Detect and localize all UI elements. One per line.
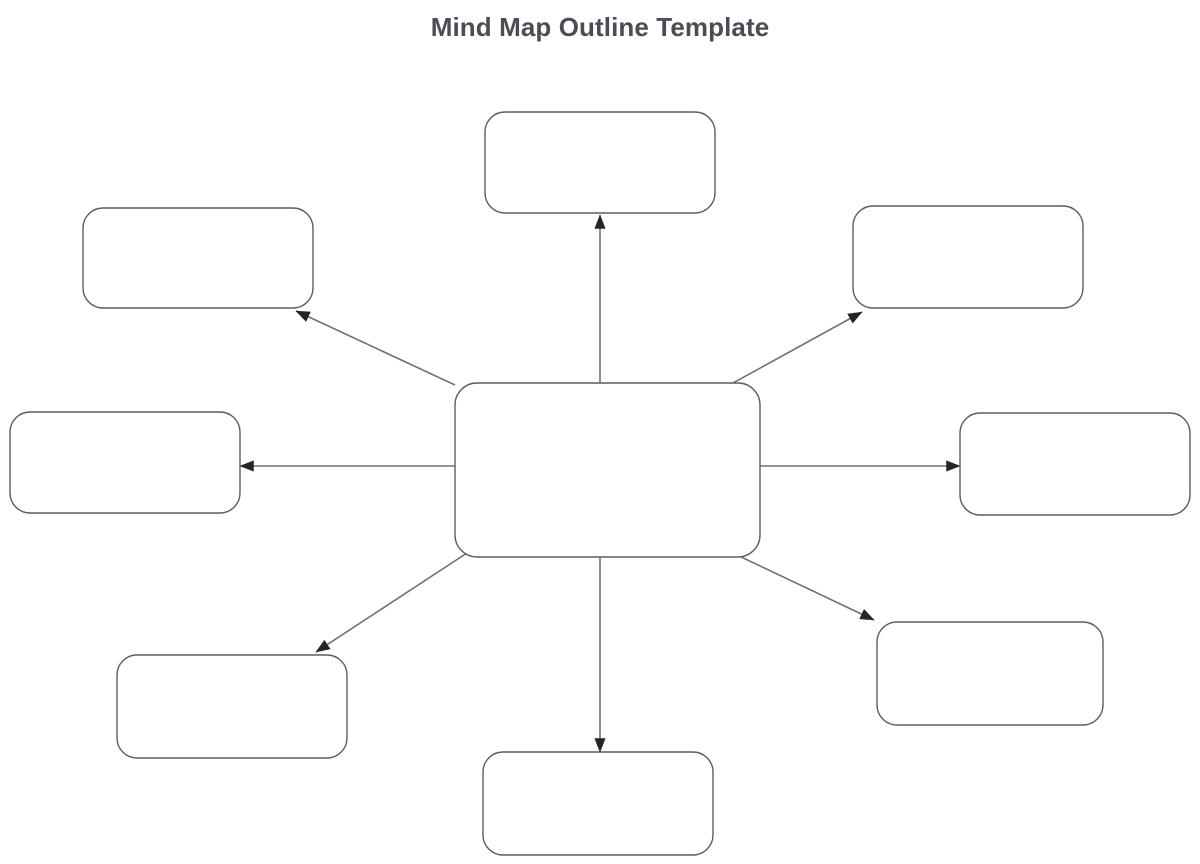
connector-to-bottom-right bbox=[736, 554, 875, 621]
branch-top-right[interactable] bbox=[852, 205, 1084, 309]
branch-bottom-left[interactable] bbox=[116, 654, 348, 759]
connector-to-top-left bbox=[295, 310, 456, 386]
branch-top-left[interactable] bbox=[82, 207, 314, 309]
central-node[interactable] bbox=[454, 382, 761, 558]
branch-bottom-right[interactable] bbox=[876, 621, 1104, 726]
page-title: Mind Map Outline Template bbox=[430, 12, 770, 42]
branch-top[interactable] bbox=[484, 111, 716, 214]
connector-to-bottom-left bbox=[315, 552, 468, 653]
nodes-layer bbox=[9, 111, 1191, 856]
branch-left[interactable] bbox=[9, 411, 241, 514]
connector-to-top-right bbox=[732, 311, 863, 384]
branch-right[interactable] bbox=[959, 412, 1191, 516]
branch-bottom[interactable] bbox=[482, 751, 714, 856]
connectors-layer bbox=[239, 214, 961, 753]
